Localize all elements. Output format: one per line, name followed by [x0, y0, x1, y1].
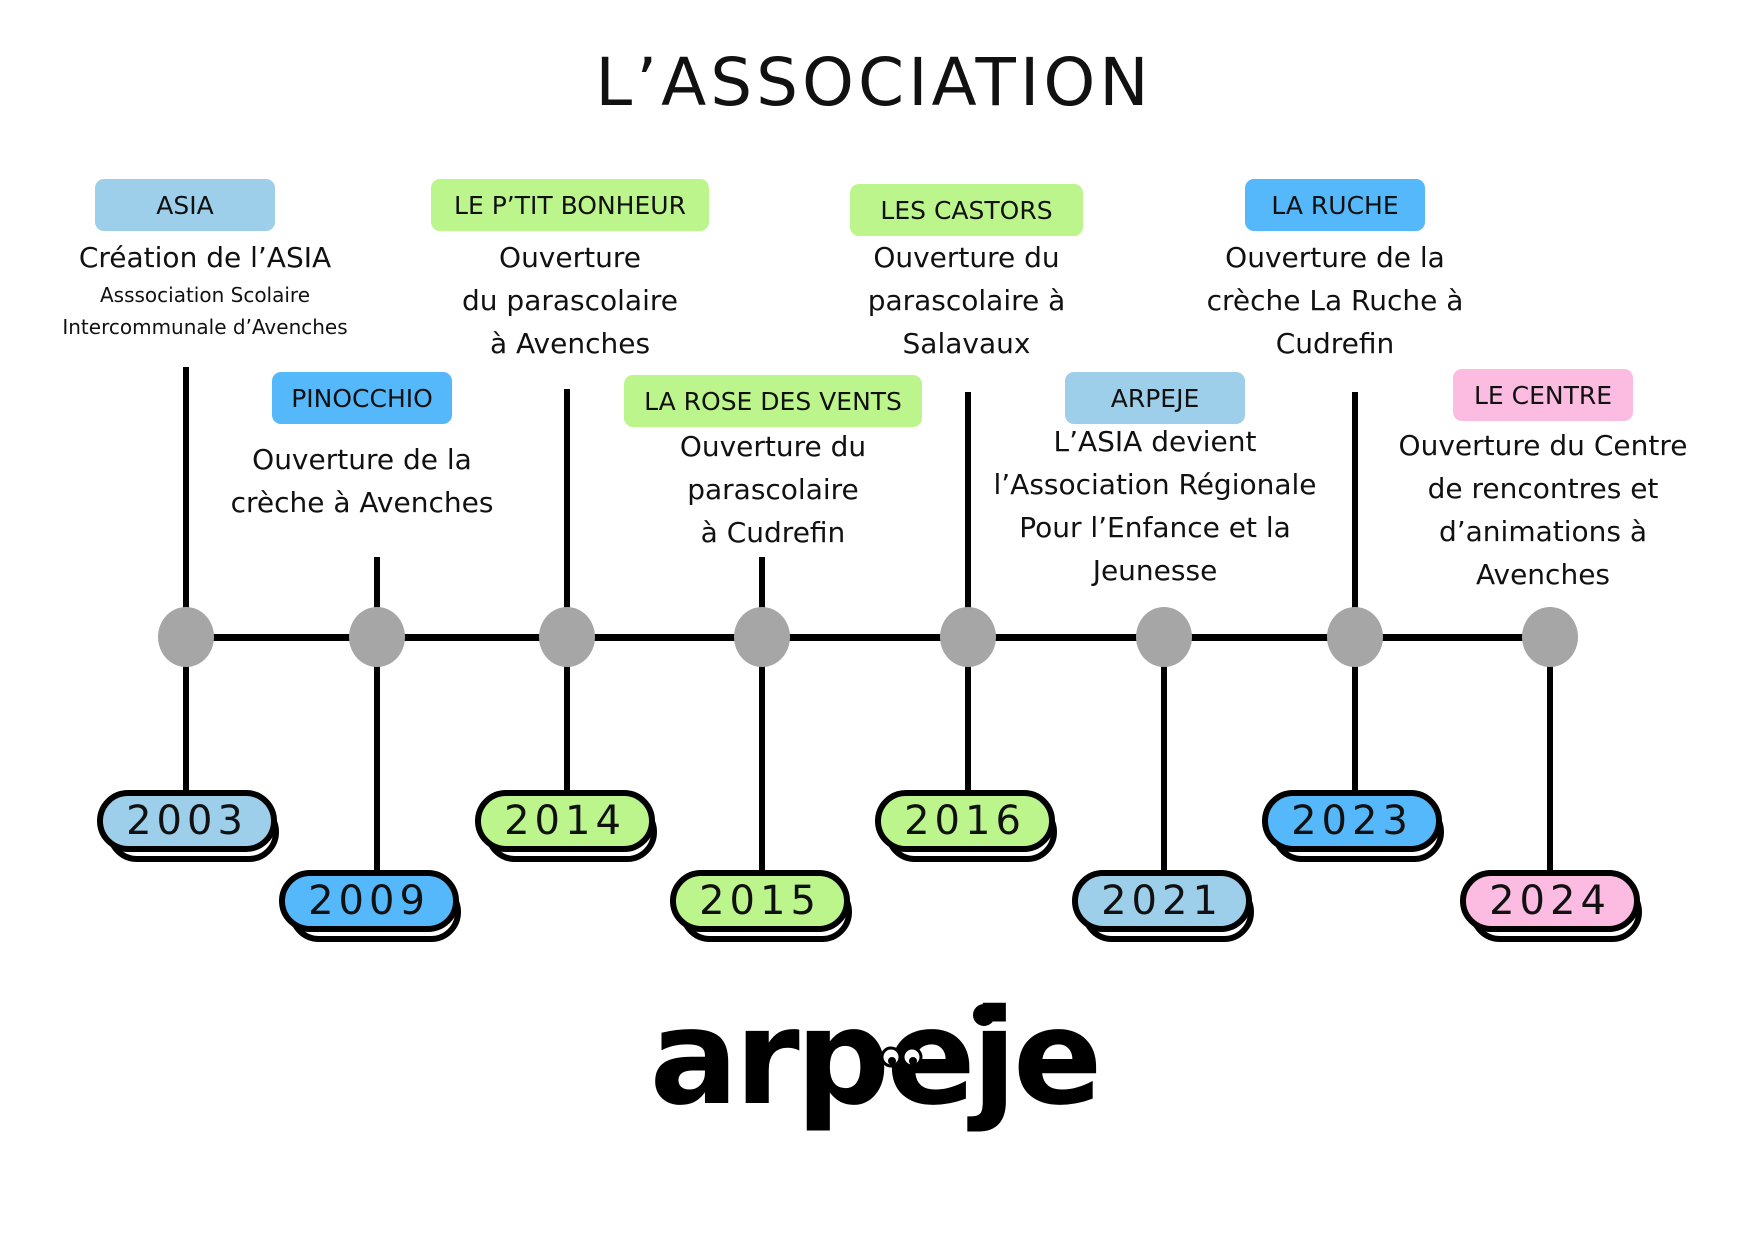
year-label: 2014: [475, 790, 655, 852]
year-badge: 2009: [279, 870, 461, 942]
year-badge: 2014: [475, 790, 657, 862]
year-label: 2015: [670, 870, 850, 932]
description-line: Salavaux: [902, 327, 1031, 360]
page-title: L’ASSOCIATION: [595, 44, 1153, 121]
description-line: Ouverture du: [873, 241, 1060, 274]
logo-eyes-icon: [880, 1046, 923, 1068]
description-line: parascolaire: [687, 473, 859, 506]
description-line: d’animations à: [1438, 515, 1648, 548]
description-line: Ouverture du Centre: [1398, 429, 1688, 462]
timeline-dot: [539, 607, 595, 667]
year-label: 2009: [279, 870, 459, 932]
year-label: 2016: [875, 790, 1055, 852]
timeline-dot: [1522, 607, 1578, 667]
timeline-axis: [186, 634, 1550, 641]
event-tag: LES CASTORS: [850, 184, 1083, 236]
event-description: Ouverture du Centre de rencontres et d’ani…: [1399, 424, 1688, 596]
timeline-dot: [158, 607, 214, 667]
connector-line-top: [965, 392, 971, 637]
year-badge: 2021: [1072, 870, 1254, 942]
description-line: Création de l’ASIA: [78, 241, 332, 274]
year-label: 2021: [1072, 870, 1252, 932]
year-label: 2003: [97, 790, 277, 852]
connector-line-bottom: [1547, 637, 1553, 873]
description-line: Avenches: [1475, 558, 1611, 591]
connector-line-bottom: [965, 637, 971, 793]
description-line: parascolaire à: [867, 284, 1066, 317]
event-tag: ASIA: [95, 179, 275, 231]
logo-dot-icon: [973, 1004, 995, 1026]
connector-line-bottom: [1352, 637, 1358, 793]
connector-line-top: [374, 557, 380, 637]
event-tag: ARPEJE: [1065, 372, 1245, 424]
connector-line-bottom: [183, 637, 189, 793]
description-line: L’ASIA devient: [1053, 425, 1257, 458]
description-line: du parascolaire: [462, 284, 678, 317]
description-line: Pour l’Enfance et la: [1019, 511, 1291, 544]
event-description: Ouverture de la crèche à Avenches: [231, 438, 494, 524]
description-line: de rencontres et: [1427, 472, 1659, 505]
year-badge: 2003: [97, 790, 279, 862]
connector-line-top: [1352, 392, 1358, 637]
description-line: Ouverture du: [679, 430, 867, 463]
event-description: Ouverture du parascolaire à Cudrefin: [680, 425, 866, 554]
event-tag: LE P’TIT BONHEUR: [431, 179, 709, 231]
timeline-dot: [1136, 607, 1192, 667]
description-line: crèche La Ruche à: [1206, 284, 1464, 317]
event-tag: LE CENTRE: [1453, 369, 1633, 421]
timeline-dot: [734, 607, 790, 667]
year-label: 2023: [1262, 790, 1442, 852]
timeline-dot: [349, 607, 405, 667]
connector-line-bottom: [564, 637, 570, 793]
connector-line-top: [183, 367, 189, 637]
timeline-dot: [1327, 607, 1383, 667]
year-label: 2024: [1460, 870, 1640, 932]
event-description: Ouverture de la crèche La Ruche à Cudrefin: [1207, 236, 1464, 365]
connector-line-bottom: [1161, 637, 1167, 873]
description-line: à Cudrefin: [700, 516, 846, 549]
arpeje-logo-mark: arpeje: [650, 985, 1103, 1135]
logo-wordmark: arpeje: [650, 985, 1099, 1135]
description-line: Ouverture: [499, 241, 641, 274]
description-line: crèche à Avenches: [230, 486, 494, 519]
connector-line-top: [564, 389, 570, 637]
event-tag: LA ROSE DES VENTS: [624, 375, 922, 427]
arpeje-logo: arpeje: [0, 985, 1748, 1149]
description-line: Cudrefin: [1275, 327, 1395, 360]
description-line: Jeunesse: [1092, 554, 1218, 587]
connector-line-top: [759, 557, 765, 637]
year-badge: 2024: [1460, 870, 1642, 942]
year-badge: 2016: [875, 790, 1057, 862]
year-badge: 2023: [1262, 790, 1444, 862]
connector-line-bottom: [374, 637, 380, 873]
event-description: Ouverture du parascolaire à Avenches: [462, 236, 678, 365]
description-line: Ouverture de la: [1225, 241, 1445, 274]
description-line: à Avenches: [489, 327, 651, 360]
timeline-dot: [940, 607, 996, 667]
description-line: l’Association Régionale: [993, 468, 1317, 501]
event-tag: LA RUCHE: [1245, 179, 1425, 231]
event-description: Ouverture du parascolaire à Salavaux: [868, 236, 1066, 365]
connector-line-bottom: [759, 637, 765, 873]
event-tag: PINOCCHIO: [272, 372, 452, 424]
description-line: Ouverture de la: [252, 443, 472, 476]
description-subline: Asssociation Scolaire: [99, 283, 311, 307]
year-badge: 2015: [670, 870, 852, 942]
description-subline: Intercommunale d’Avenches: [62, 315, 348, 339]
